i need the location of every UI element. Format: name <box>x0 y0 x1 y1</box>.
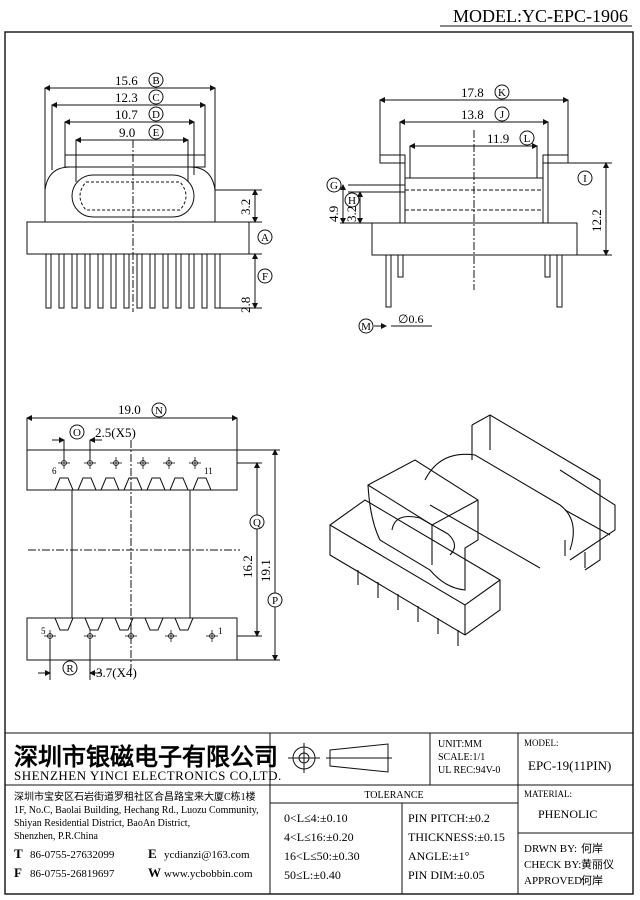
pin-diameter: ∅0.6 <box>398 312 423 326</box>
dim-3-2-value: 3.2 <box>238 199 253 215</box>
dim-f-tag: F <box>262 271 268 283</box>
pin-label-11: 11 <box>204 466 213 476</box>
units-block: UNIT:MM SCALE:1/1 UL REC:94V-0 <box>438 739 500 776</box>
dim-a-tag: A <box>261 232 269 244</box>
dim-j-value: 13.8 <box>461 107 484 122</box>
material-value: PHENOLIC <box>538 807 597 821</box>
dim-d-value: 10.7 <box>115 107 138 122</box>
check-by-key: CHECK BY: <box>524 859 581 871</box>
side-view <box>340 97 612 329</box>
approved-key: APPROVED: <box>524 875 585 887</box>
dim-n-tag: N <box>155 405 163 417</box>
address-line-4: Shenzhen, P.R.China <box>14 831 98 842</box>
drawn-by-key: DRWN BY: <box>524 843 577 855</box>
dim-j-tag: J <box>500 109 505 121</box>
tolerance-right: PIN PITCH:±0.2 THICKNESS:±0.15 ANGLE:±1°… <box>408 811 505 882</box>
contact-e-value: ycdianzi@163.com <box>164 849 250 861</box>
tol-right-1: THICKNESS:±0.15 <box>408 830 505 844</box>
address-line-3: Shiyan Residential District, BaoAn Distr… <box>14 818 190 829</box>
dim-k-tag: K <box>498 87 506 99</box>
tolerance-left: 0<L≤4:±0.10 4<L≤16:±0.20 16<L≤50:±0.30 5… <box>284 811 360 882</box>
title-block <box>5 732 633 894</box>
pin-label-5: 5 <box>41 626 46 636</box>
tol-right-0: PIN PITCH:±0.2 <box>408 811 490 825</box>
dim-g-tag: G <box>330 180 338 192</box>
material-label: MATERIAL: <box>524 789 572 799</box>
check-by-value: 黄丽仪 <box>581 857 614 871</box>
dim-q-tag: Q <box>253 517 261 529</box>
dim-3-2b-value: 3.2 <box>344 206 359 222</box>
dim-l-tag: L <box>524 133 531 145</box>
pin-label-6: 6 <box>52 466 57 476</box>
projection-symbol-icon <box>288 743 392 773</box>
contact-f-value: 86-0755-26819697 <box>30 868 115 880</box>
bottom-view-dim-labels: 19.0 N O 2.5(X5) 6 11 5 1 R 3.7(X4) 16.2… <box>41 402 283 680</box>
contact-w-key: W <box>148 865 161 880</box>
company-block: 深圳市银磁电子有限公司 SHENZHEN YINCI ELECTRONICS C… <box>14 743 282 880</box>
address-line-2: 1F, No.C, Baolai Building, Hechang Rd., … <box>14 805 259 816</box>
isometric-view <box>329 414 616 646</box>
bottom-view <box>26 415 280 680</box>
contact-t-key: T <box>14 846 23 861</box>
dim-2-8-value: 2.8 <box>238 297 253 313</box>
dim-i-tag: I <box>583 173 587 185</box>
dim-c-value: 12.3 <box>115 90 138 105</box>
tol-left-1: 4<L≤16:±0.20 <box>284 830 354 844</box>
dim-p-tag: P <box>272 595 278 607</box>
front-view <box>26 85 262 312</box>
pitch-bottom-value: 3.7(X4) <box>96 665 137 680</box>
dim-n-value: 19.0 <box>118 402 141 417</box>
unit-text: UNIT:MM <box>438 739 482 750</box>
contact-w-value: www.ycbobbin.com <box>164 868 253 880</box>
dim-d-tag: D <box>152 109 160 121</box>
tol-right-3: PIN DIM:±0.05 <box>408 868 485 882</box>
tol-right-2: ANGLE:±1° <box>408 849 470 863</box>
approvals-block: DRWN BY: 何岸 CHECK BY: 黄丽仪 APPROVED: 何岸 <box>524 842 614 887</box>
address-line-1: 深圳市宝安区石岩街道罗租社区合昌路宝来大厦C栋1楼 <box>14 790 256 803</box>
tol-left-3: 50≤L:±0.40 <box>284 868 341 882</box>
dim-o-tag: O <box>73 427 81 439</box>
contact-t-value: 86-0755-27632099 <box>30 849 115 861</box>
contact-e-key: E <box>148 846 157 861</box>
tol-left-2: 16<L≤50:±0.30 <box>284 849 360 863</box>
scale-text: SCALE:1/1 <box>438 752 485 763</box>
company-name-cn: 深圳市银磁电子有限公司 <box>14 743 278 771</box>
tolerance-title: TOLERANCE <box>364 790 423 801</box>
tol-left-0: 0<L≤4:±0.10 <box>284 811 348 825</box>
sheet-border <box>4 31 634 895</box>
side-view-dim-labels: 17.8 K 13.8 J 11.9 L G H 4.9 3.2 12.2 I … <box>326 84 604 334</box>
dim-b-tag: B <box>152 75 159 87</box>
dim-e-value: 9.0 <box>119 125 135 140</box>
dim-r-tag: R <box>66 663 74 675</box>
dim-19-1-value: 19.1 <box>258 559 273 582</box>
dim-h-tag: H <box>348 195 356 207</box>
dim-12-2-value: 12.2 <box>589 209 604 232</box>
dim-4-9-value: 4.9 <box>326 206 341 222</box>
company-name-en: SHENZHEN YINCI ELECTRONICS CO,LTD. <box>14 768 282 783</box>
dim-k-value: 17.8 <box>461 85 484 100</box>
front-view-dim-labels: 15.6 B 12.3 C 10.7 D 9.0 E 3.2 A 2.8 F <box>115 72 273 313</box>
pin-label-1: 1 <box>218 626 223 636</box>
dim-l-value: 11.9 <box>487 131 509 146</box>
ul-text: UL REC:94V-0 <box>438 765 500 776</box>
contact-f-key: F <box>14 865 22 880</box>
dim-m-tag: M <box>361 321 371 333</box>
dim-c-tag: C <box>152 92 159 104</box>
model-header: MODEL:YC-EPC-1906 <box>453 6 628 26</box>
drawn-by-value: 何岸 <box>581 842 603 855</box>
model-box-value: EPC-19(11PIN) <box>528 758 611 773</box>
approved-value: 何岸 <box>581 874 603 887</box>
dim-16-2-value: 16.2 <box>240 555 255 578</box>
dim-b-value: 15.6 <box>115 73 138 88</box>
model-box-label: MODEL: <box>524 738 559 748</box>
pitch-top-value: 2.5(X5) <box>95 425 136 440</box>
dim-e-tag: E <box>153 127 160 139</box>
